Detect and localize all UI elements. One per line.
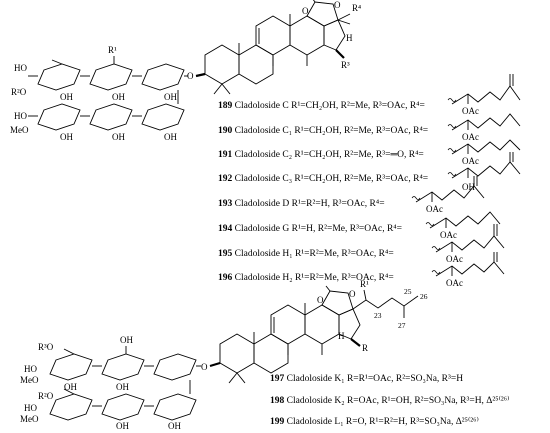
bottom-c27: 27	[398, 321, 406, 330]
top-r1-label: R¹	[108, 45, 117, 55]
bottom-oh-top: OH	[120, 335, 133, 345]
bottom-c23: 23	[374, 311, 382, 320]
compound-197: 197 Cladoloside K₁ R=R¹=OAc, R²=SO₃Na, R…	[270, 374, 463, 384]
side-chain-195	[431, 224, 505, 253]
top-r4-label: R⁴	[352, 3, 361, 13]
side-chain-196	[431, 252, 505, 277]
bottom-c26: 26	[420, 292, 428, 301]
top-oh-1: OH	[60, 92, 73, 102]
top-compound-list: 189 Cladoloside C R¹=CH₂OH, R²=Me, R³=OA…	[218, 101, 428, 283]
side-189-label: OAc	[462, 106, 479, 116]
side-chain-194	[425, 211, 501, 229]
top-glycosidic-o: O	[187, 71, 194, 81]
bottom-meo-1: MeO	[20, 375, 39, 385]
top-sugar-chain	[28, 56, 188, 131]
top-oh-5: OH	[112, 132, 125, 142]
bottom-sugar-chain	[49, 346, 201, 421]
side-193-label: OAc	[426, 204, 443, 214]
top-ring-o: O	[334, 0, 341, 10]
top-h-label: H	[346, 33, 353, 43]
top-meo-label: MeO	[10, 125, 29, 135]
side-195-label: OAc	[446, 254, 463, 264]
bottom-ketone-o: O	[317, 295, 324, 305]
compound-191: 191 Cladoloside C₂ R¹=CH₂OH, R²=Me, R³=═…	[218, 150, 424, 160]
compound-198: 198 Cladoloside K₂ R=OAc, R¹=OH, R²=SO₃N…	[270, 395, 509, 406]
side-194-label: OAc	[440, 230, 457, 240]
side-chain-193	[411, 176, 485, 203]
bottom-oh-4: OH	[168, 421, 181, 431]
bottom-meo-2: MeO	[20, 414, 39, 424]
compound-193: 193 Cladoloside D R¹=R²=H, R³=OAc, R⁴=	[218, 199, 385, 209]
bottom-oh-3: OH	[116, 421, 129, 431]
top-r3-label: R³	[341, 60, 350, 70]
bottom-ring-o: O	[349, 289, 356, 299]
bottom-h-label: H	[338, 331, 345, 341]
side-191-label: OAc	[462, 156, 479, 166]
side-190-label: OAc	[462, 132, 479, 142]
top-ketone-o: O	[302, 6, 309, 16]
top-ho-label: HO	[14, 63, 27, 73]
side-chain-191	[447, 139, 521, 155]
bottom-ho-2: HO	[24, 403, 37, 413]
bottom-glycosidic-o: O	[201, 362, 208, 372]
bottom-c25: 25	[404, 287, 412, 296]
bottom-compound-list: 197 Cladoloside K₁ R=R¹=OAc, R²=SO₃Na, R…	[270, 374, 509, 427]
side-196-label: OAc	[446, 278, 463, 288]
compound-195: 195 Cladoloside H₁ R¹=R²=Me, R³=OAc, R⁴=	[218, 249, 394, 259]
bottom-aglycone	[209, 285, 419, 384]
side-192-label: OH	[462, 182, 475, 192]
bottom-ho-1: HO	[24, 364, 37, 374]
compound-194: 194 Cladoloside G R¹=H, R²=Me, R³=OAc, R…	[218, 224, 402, 234]
side-chain-192	[447, 152, 521, 179]
compound-192: 192 Cladoloside C₃ R¹=CH₂OH, R²=Me, R³=O…	[218, 174, 428, 184]
top-oh-4: OH	[60, 132, 73, 142]
bottom-r2o-label: R²O	[38, 391, 54, 401]
bottom-oh-1: OH	[64, 382, 77, 392]
top-aglycone	[195, 0, 351, 95]
compound-189: 189 Cladoloside C R¹=CH₂OH, R²=Me, R³=OA…	[218, 101, 425, 111]
side-chain-189	[447, 74, 521, 105]
bottom-oh-2: OH	[116, 382, 129, 392]
compound-196: 196 Cladoloside H₂ R¹=R²=Me, R³=OAc, R⁴=	[218, 273, 394, 283]
compound-199: 199 Cladoloside L₁ R=O, R¹=R²=H, R³=SO₃N…	[270, 416, 479, 427]
bottom-r1-label: R¹	[360, 279, 369, 289]
top-oh-6: OH	[164, 132, 177, 142]
bottom-r3o-label: R³O	[38, 342, 54, 352]
top-ho-label-2: HO	[14, 111, 27, 121]
top-r2o-label: R²O	[11, 87, 27, 97]
side-chain-190	[447, 113, 521, 131]
top-oh-2: OH	[112, 92, 125, 102]
bottom-r-label: R	[362, 343, 368, 353]
compound-190: 190 Cladoloside C₁ R¹=CH₂OH, R²=Me, R³=O…	[218, 126, 428, 136]
top-oh-3: OH	[164, 92, 177, 102]
